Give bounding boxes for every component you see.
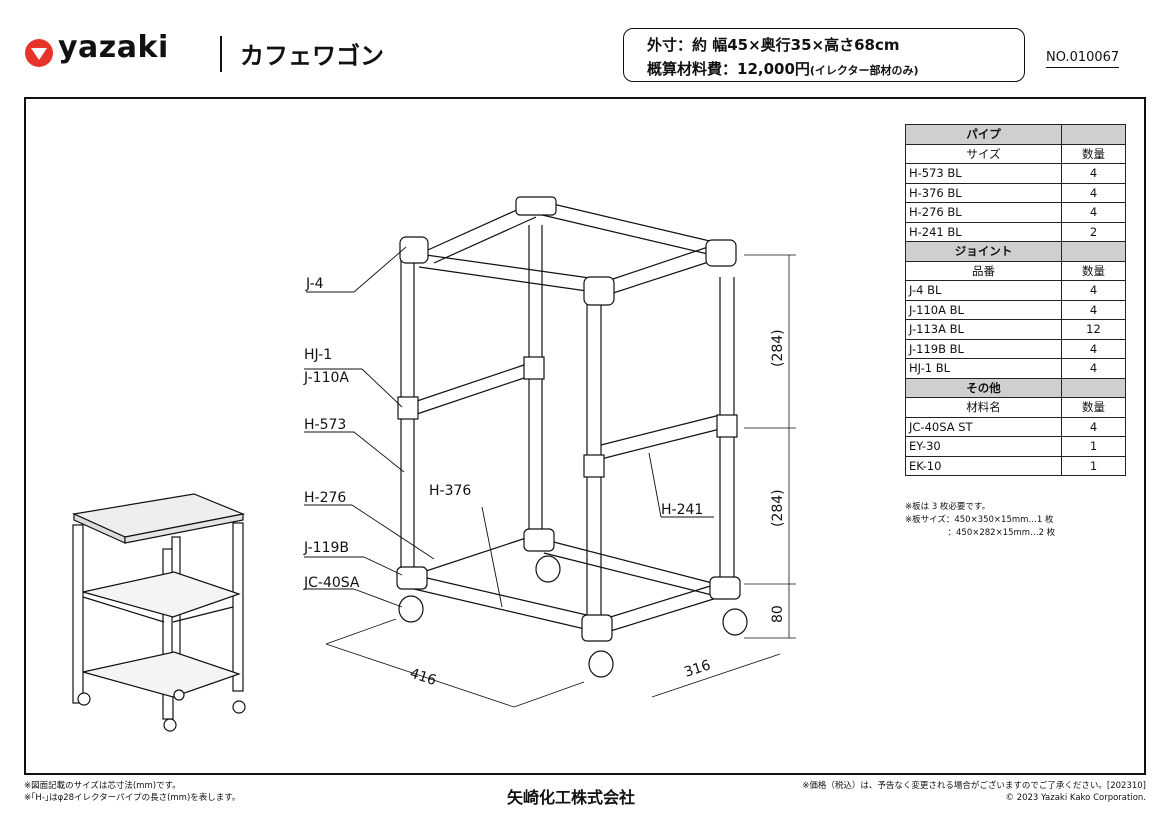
wagon-perspective-illustration [71, 493, 246, 732]
part-qty: 4 [1061, 182, 1126, 203]
pipe-section-title: パイプ [905, 124, 1062, 145]
dim-height-bottom: 80 [770, 605, 786, 623]
label-h573: H-573 [304, 417, 346, 433]
part-name: H-241 BL [905, 221, 1062, 242]
dimension-lines [325, 254, 796, 708]
dim-width: 416 [408, 666, 438, 690]
footer-disclaimer: ※価格（税込）は、予告なく変更される場合がございますのでご了承ください。[202… [700, 780, 1146, 804]
note-line: ：450×282×15mm…2 枚 [905, 528, 1056, 538]
part-qty: 4 [1061, 163, 1126, 184]
assembly-drawing: J-4 HJ-1 J-110A H-573 H-276 J-119B JC-40… [71, 196, 796, 732]
frame-line-drawing [396, 196, 748, 678]
board-notes: ※板は 3 枚必要です。 ※板サイズ：450×350×15mm…1 枚 ：450… [905, 501, 1055, 540]
column-header: サイズ [905, 143, 1062, 164]
table-section-row: パイプ [905, 124, 1126, 145]
dim-depth: 316 [682, 657, 712, 681]
product-title: カフェワゴン [240, 42, 384, 70]
label-h276: H-276 [304, 490, 346, 506]
spec-cost-main: 概算材料費：12,000円 [647, 60, 810, 78]
copyright: © 2023 Yazaki Kako Corporation. [1005, 793, 1147, 803]
spec-box [623, 28, 1025, 82]
label-hj1: HJ-1 [304, 347, 332, 363]
part-name: H-276 BL [905, 202, 1062, 223]
column-header: 品番 [905, 260, 1062, 281]
label-jc40sa: JC-40SA [303, 575, 360, 591]
spec-cost: 概算材料費：12,000円(イレクター部材のみ) [647, 58, 919, 79]
part-name: HJ-1 BL [905, 358, 1062, 379]
dim-height-middle: (284) [770, 489, 786, 527]
label-j110a: J-110A [303, 370, 349, 386]
part-qty: 12 [1061, 319, 1126, 340]
brand-logo-text: yazaki [58, 30, 169, 65]
part-qty: 2 [1061, 221, 1126, 242]
part-qty: 4 [1061, 416, 1126, 437]
column-header: 数量 [1061, 260, 1126, 281]
part-name: J-4 BL [905, 280, 1062, 301]
leader-lines [304, 246, 714, 608]
part-qty: 4 [1061, 338, 1126, 359]
part-qty: 4 [1061, 299, 1126, 320]
table-section-row: その他 [905, 377, 1126, 398]
part-qty: 4 [1061, 280, 1126, 301]
title-divider [220, 36, 222, 72]
footer-note-line: ※図面記載のサイズは芯寸法(mm)です。 [24, 781, 181, 791]
column-header: 数量 [1061, 143, 1126, 164]
part-qty: 1 [1061, 436, 1126, 457]
joint-section-title: ジョイント [905, 241, 1062, 262]
label-j119b: J-119B [303, 540, 349, 556]
label-h241: H-241 [661, 502, 703, 518]
yazaki-logo-icon [25, 39, 53, 67]
part-name: J-110A BL [905, 299, 1062, 320]
company-name: 矢崎化工株式会社 [507, 788, 636, 807]
table-header-row: 品番数量 [905, 260, 1126, 281]
footer-notes: ※図面記載のサイズは芯寸法(mm)です。 ※｢H-｣はφ28イレクターパイプの長… [24, 780, 240, 804]
part-name: EK-10 [905, 455, 1062, 476]
drawing-frame [24, 97, 1146, 775]
note-line: ※板サイズ：450×350×15mm…1 枚 [905, 515, 1054, 525]
label-j4: J-4 [305, 276, 324, 292]
document-number: NO.010067 [1046, 50, 1120, 68]
part-qty: 4 [1061, 202, 1126, 223]
part-name: H-376 BL [905, 182, 1062, 203]
label-h376: H-376 [429, 483, 471, 499]
dim-height-upper: (284) [770, 329, 786, 367]
note-line: ※板は 3 枚必要です。 [905, 502, 991, 512]
price-disclaimer: ※価格（税込）は、予告なく変更される場合がございますのでご了承ください。[202… [802, 781, 1146, 791]
table-header-row: 材料名数量 [905, 397, 1126, 418]
column-header: 材料名 [905, 397, 1062, 418]
part-qty: 1 [1061, 455, 1126, 476]
other-section-title: その他 [905, 377, 1062, 398]
footer-note-line: ※｢H-｣はφ28イレクターパイプの長さ(mm)を表します。 [24, 793, 241, 803]
part-name: J-119B BL [905, 338, 1062, 359]
part-name: EY-30 [905, 436, 1062, 457]
spec-cost-note: (イレクター部材のみ) [809, 64, 919, 77]
table-header-row: サイズ数量 [905, 143, 1126, 164]
part-name: JC-40SA ST [905, 416, 1062, 437]
part-name: J-113A BL [905, 319, 1062, 340]
column-header: 数量 [1061, 397, 1126, 418]
spec-size: 外寸：約 幅45×奥行35×高さ68cm [647, 36, 900, 54]
table-section-row: ジョイント [905, 241, 1126, 262]
part-name: H-573 BL [905, 163, 1062, 184]
part-qty: 4 [1061, 358, 1126, 379]
